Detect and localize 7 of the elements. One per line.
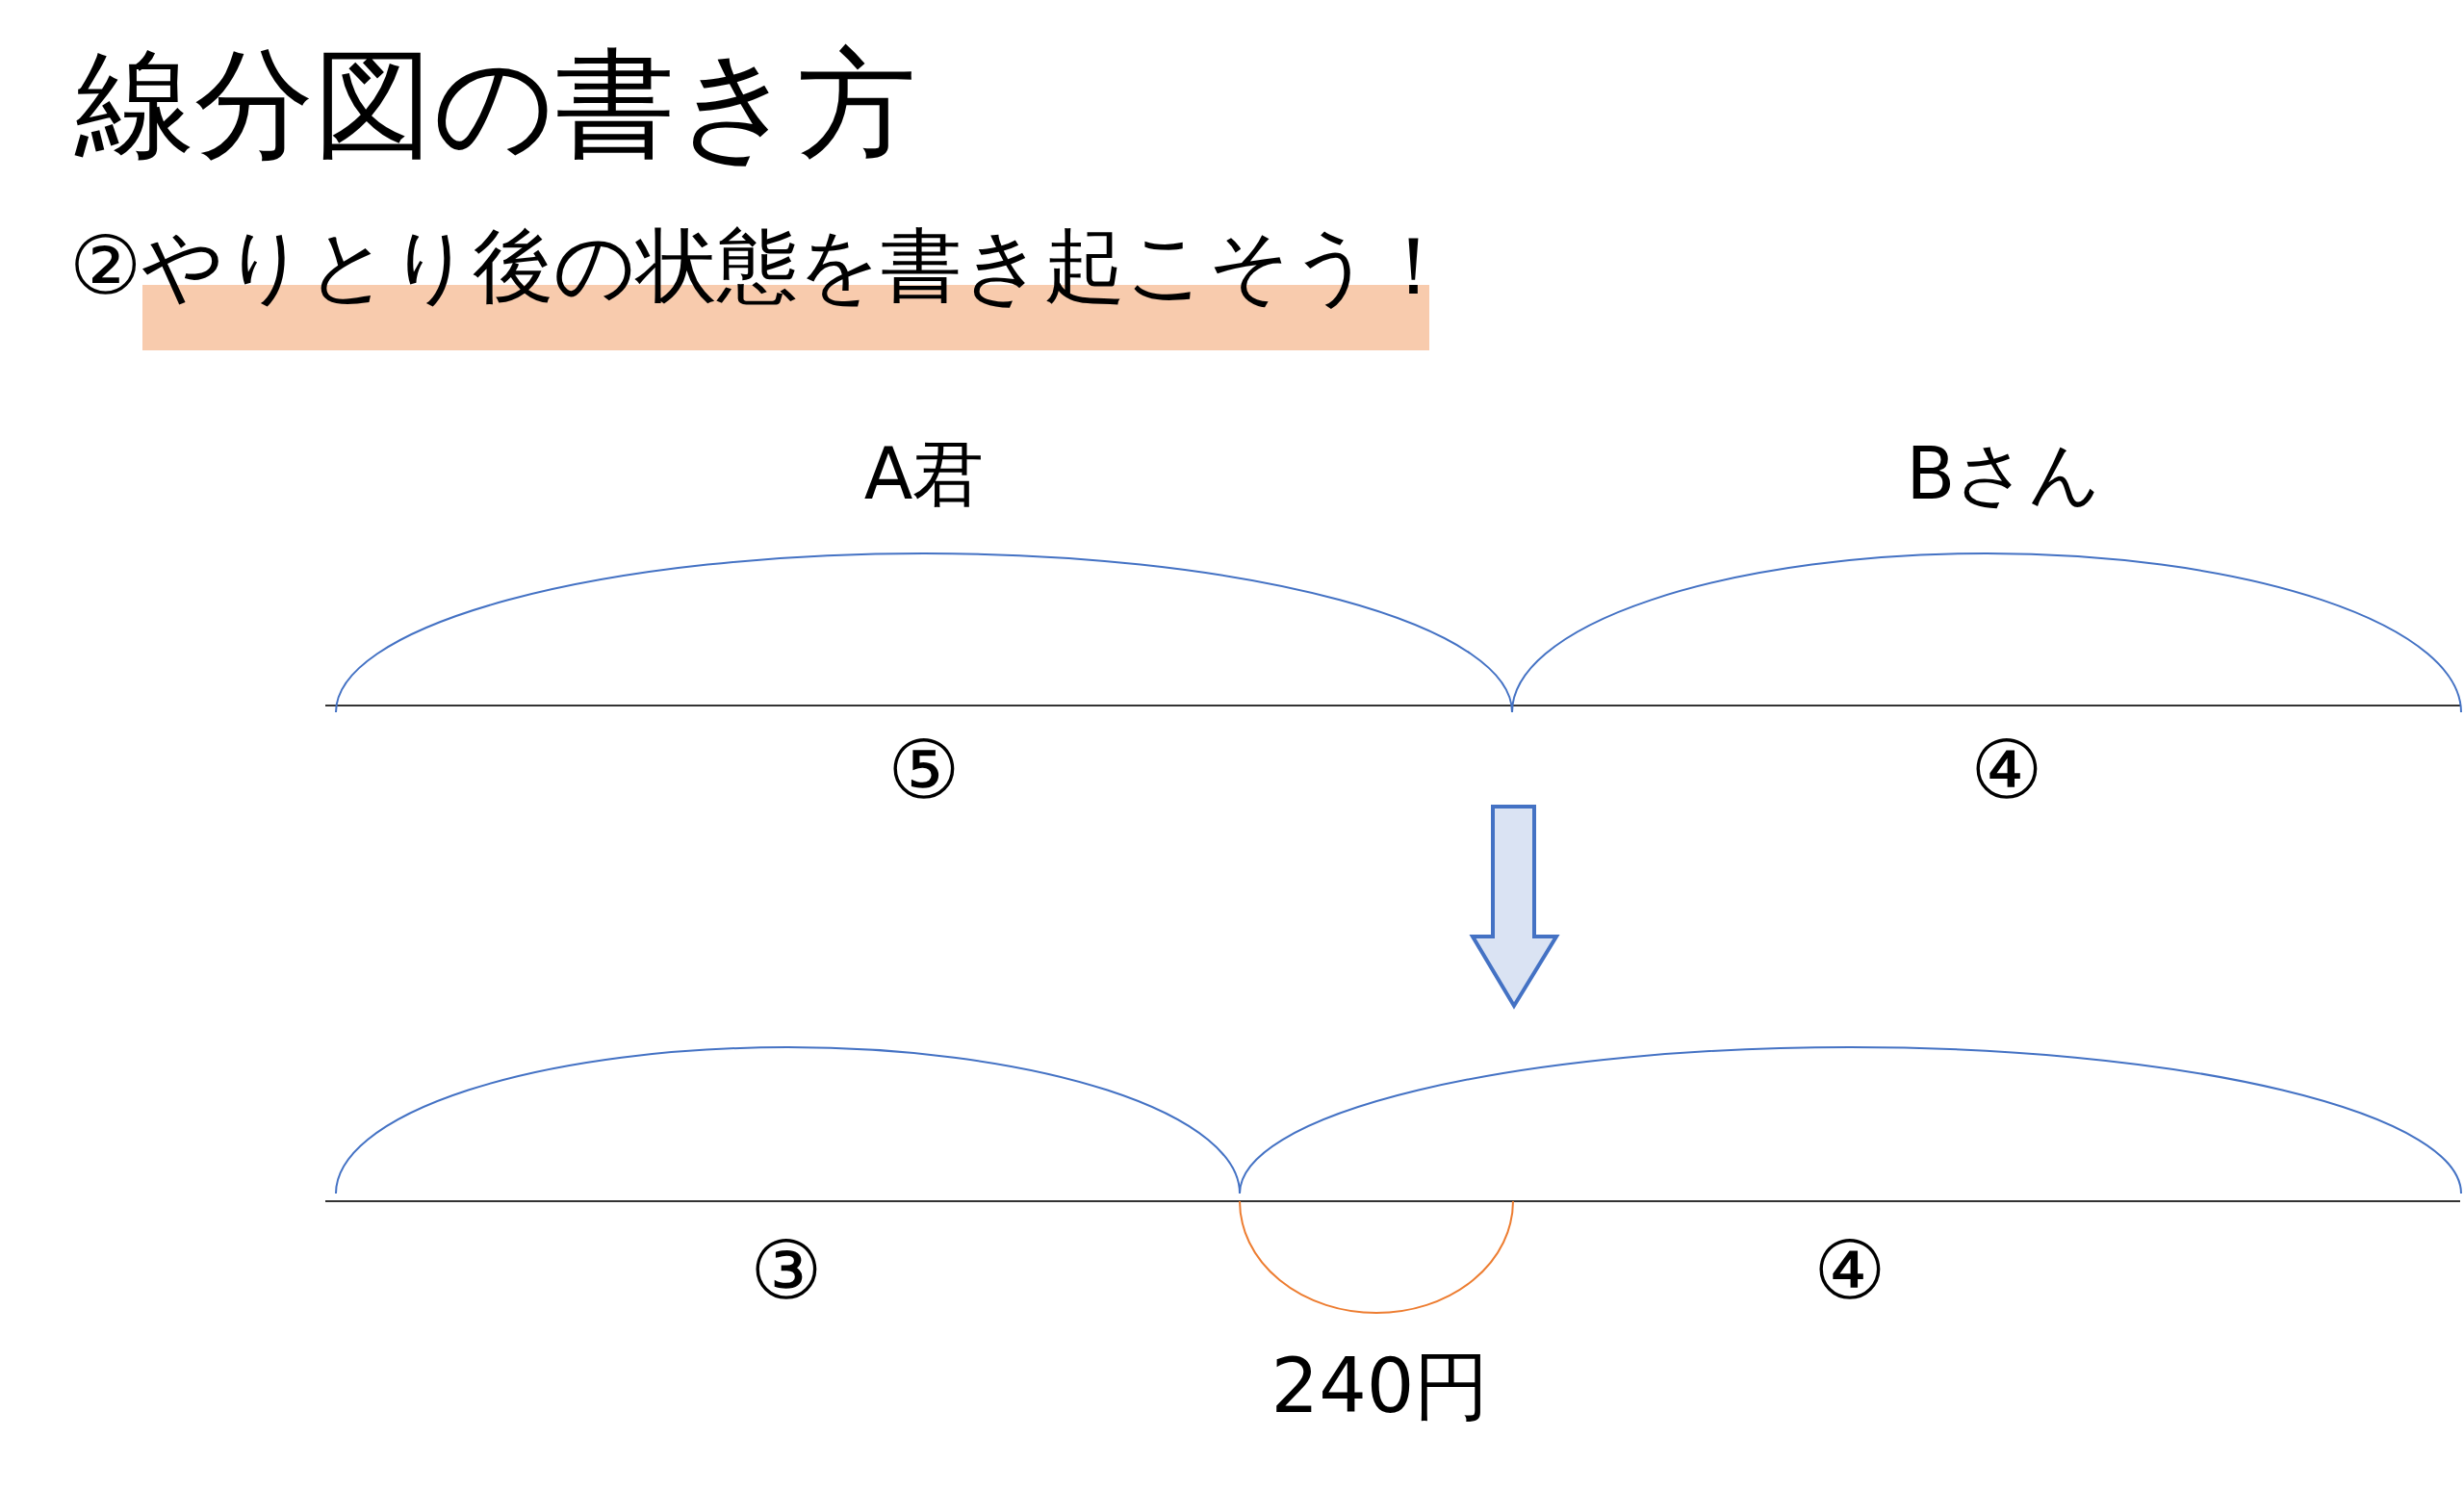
- person-label: A君: [863, 438, 985, 509]
- person-label: Bさん: [1906, 438, 2102, 509]
- amount-label: 240円: [1270, 1348, 1490, 1424]
- ratio-label: ③: [750, 1230, 823, 1311]
- ratio-label: ④: [1970, 730, 2043, 810]
- ratio-label: ④: [1813, 1230, 1886, 1311]
- ratio-label: ⑤: [887, 730, 961, 810]
